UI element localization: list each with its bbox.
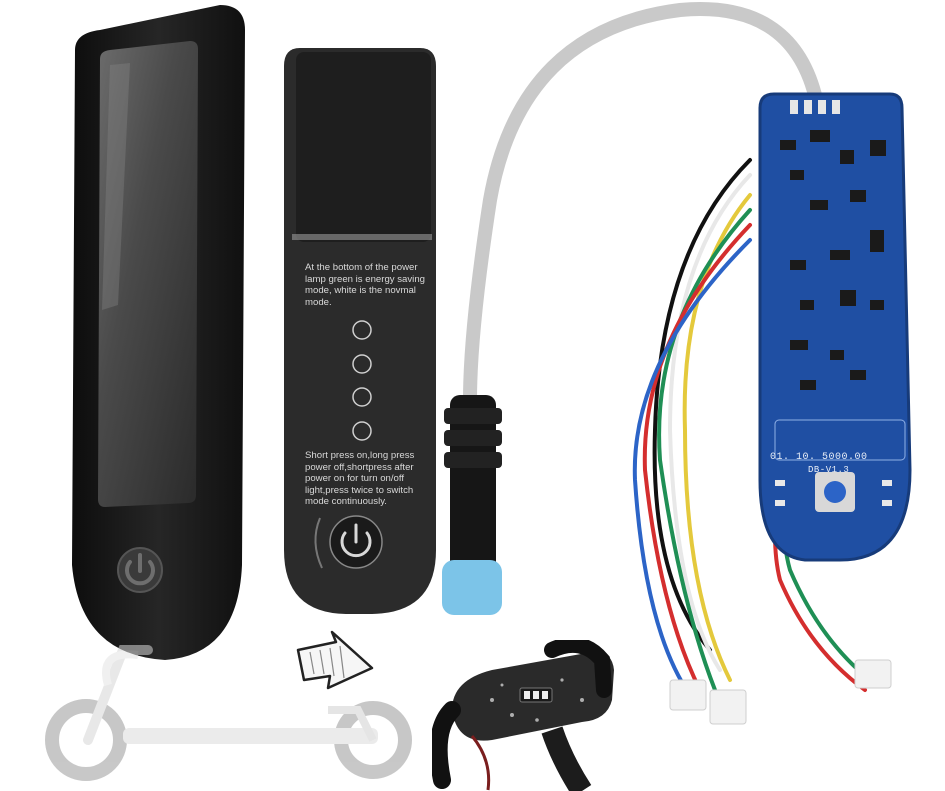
scooter-silhouette	[45, 645, 412, 781]
waterproof-connector	[442, 395, 502, 615]
pcb-version-label: 01. 10. 5000.00	[770, 452, 868, 463]
handlebar-photo	[432, 640, 614, 791]
pcb-model-label: DB-V1.3	[808, 465, 850, 475]
dashboard-sticker	[284, 48, 436, 614]
silicone-cover	[72, 5, 245, 660]
dashboard-circuit-board	[442, 2, 912, 725]
grey-cable	[463, 2, 822, 407]
power-icon	[117, 547, 163, 593]
sticker-instructions-text: Short press on,long press power off,shor…	[305, 450, 415, 508]
power-icon	[329, 515, 383, 569]
arrow-pointer-icon	[296, 630, 374, 690]
sticker-mode-text: At the bottom of the power lamp green is…	[305, 262, 425, 308]
